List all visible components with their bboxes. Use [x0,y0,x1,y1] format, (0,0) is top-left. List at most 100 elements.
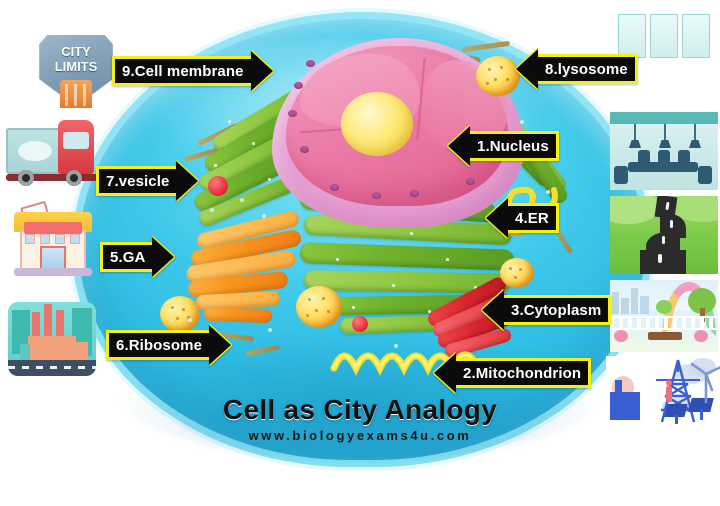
ribosome-speck [252,142,255,145]
figure-title: Cell as City Analogy [222,394,498,425]
post-office-sign [24,222,82,234]
callout-ribosome-label: 6.Ribosome [106,330,210,360]
conference-chair [658,150,670,164]
callout-golgi-label: 5.GA [100,242,153,272]
city-skyline [640,296,649,314]
golgi-cisterna [203,306,273,324]
conference-chair [678,150,690,164]
arrow-head-right-icon [209,325,232,365]
conference-chair [614,166,628,184]
callout-nucleus[interactable]: 1.Nucleus [448,126,559,166]
callout-er-label: 4.ER [508,203,559,233]
conference-room-window [618,14,646,58]
pendant-lamp-cord [664,124,666,140]
cytoplasm-speck [520,120,524,124]
cytoplasm-speck [210,208,214,212]
callout-cytoplasm-label: 3.Cytoplasm [504,295,612,325]
ribosome [296,286,342,328]
ribosome-speck [214,164,217,167]
wind-turbine-icon [690,362,720,404]
post-office-window [40,234,50,244]
nuclear-pore [294,82,303,89]
ribosome-speck [268,178,271,181]
solar-panel-pole [675,415,678,424]
arrow-head-right-icon [250,51,273,91]
truck-wheel [18,170,34,186]
callout-lysosome-label: 8.lysosome [538,54,638,84]
city-skyline [612,292,619,314]
pendant-lamp [689,140,701,148]
solar-panel-pole [700,410,703,420]
callout-cell-membrane-label: 9.Cell membrane [112,56,251,86]
nuclear-pore [372,192,381,199]
cytoplasm-speck [394,344,398,348]
cytoplasm-speck [546,190,550,194]
park-tree-trunk [700,308,705,322]
conference-room-ceiling [610,112,718,124]
callout-cell-membrane[interactable]: 9.Cell membrane [112,51,273,91]
post-office-ground [14,268,92,276]
callout-vesicle-label: 7.vesicle [96,166,177,196]
cytoplasm-speck [188,318,192,322]
vesicle [208,176,228,196]
callout-golgi[interactable]: 5.GA [100,237,175,277]
ribosome [476,56,520,96]
post-office-window [25,234,35,244]
nuclear-pore [288,110,297,117]
pendant-lamp [659,140,671,148]
callout-nucleus-label: 1.Nucleus [470,131,559,161]
figure-source-url: www.biologyexams4u.com [248,428,472,443]
pendant-lamp-cord [634,124,636,140]
city-gate-icon [60,80,92,108]
conference-room-window [682,14,710,58]
vesicle [352,316,368,332]
truck-cargo-box [6,128,62,174]
conference-chair [638,150,650,164]
nuclear-pore [300,146,309,153]
ribosome-speck [392,284,395,287]
arrow-head-left-icon [448,126,470,166]
post-office-door [40,246,66,270]
callout-vesicle[interactable]: 7.vesicle [96,161,199,201]
pendant-lamp-cord [694,124,696,140]
truck-window [63,132,89,149]
callout-cytoplasm[interactable]: 3.Cytoplasm [482,290,612,330]
post-office-window [55,234,65,244]
nuclear-pore [306,60,315,67]
park-shrub [656,300,672,314]
park-bench [648,332,682,340]
nuclear-pore [330,184,339,191]
ribosome-speck [352,306,355,309]
power-plant-chimney [615,380,622,394]
city-skyline [631,288,638,314]
conference-chair [698,166,712,184]
callout-lysosome[interactable]: 8.lysosome [516,49,638,89]
thumbnail-road [610,196,718,274]
arrow-head-left-icon [516,49,538,89]
post-office-window [70,234,80,244]
arrow-head-right-icon [152,237,175,277]
truck-wheel [66,170,82,186]
ribosome [160,296,200,332]
worker-head [666,380,672,386]
arrow-head-right-icon [176,161,199,201]
pendant-lamp [629,140,641,148]
callout-ribosome[interactable]: 6.Ribosome [106,325,232,365]
city-skyline [621,298,629,314]
callout-mitochondrion[interactable]: 2.Mitochondrion [434,353,592,393]
cytoplasm-speck [268,328,272,332]
conference-table [628,162,698,172]
callout-er[interactable]: 4.ER [486,198,559,238]
ribosome-speck [410,232,413,235]
arrow-head-left-icon [434,353,456,393]
truck-chassis [6,174,98,181]
arrow-head-left-icon [482,290,504,330]
thumbnail-factory [8,302,96,376]
arrow-head-left-icon [486,198,508,238]
park-flowers [694,330,708,342]
ribosome-speck [336,258,339,261]
nuclear-pore [410,190,419,197]
worker-figure [666,386,672,402]
park-fence [610,316,718,330]
